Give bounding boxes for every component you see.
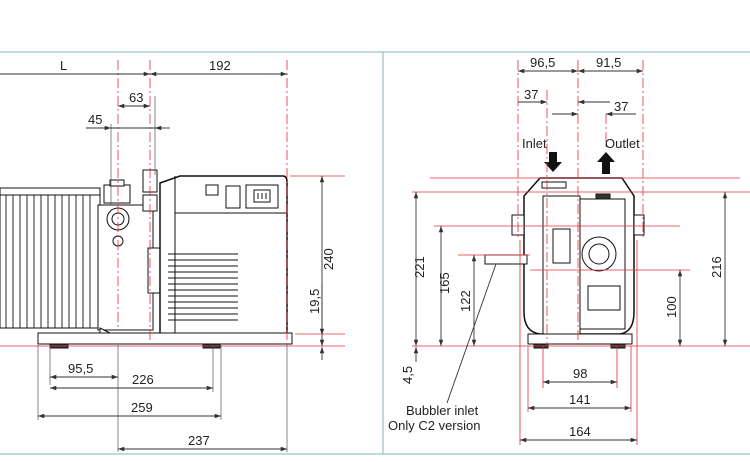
- front-view: 96,5 91,5 37 37 Inlet Outlet 221 165 122…: [388, 55, 750, 445]
- dim-63: 63: [129, 90, 143, 105]
- dim-4-5: 4,5: [400, 366, 415, 384]
- dim-164: 164: [569, 424, 591, 439]
- dim-226: 226: [132, 372, 154, 387]
- dim-237: 237: [188, 433, 210, 448]
- bubbler-inlet-label: Bubbler inlet: [406, 403, 479, 418]
- side-view: L 192 63 45 240 19,5 95,5 226 259 237: [0, 58, 345, 452]
- cooling-fins: [5, 195, 91, 328]
- dim-259: 259: [131, 400, 153, 415]
- inlet-arrow-icon: [544, 152, 562, 172]
- dim-37-right: 37: [614, 99, 628, 114]
- outlet-label: Outlet: [605, 136, 640, 151]
- dim-216: 216: [709, 256, 724, 278]
- front-view-pump-body: [484, 152, 645, 349]
- dim-165: 165: [437, 272, 452, 294]
- dim-100: 100: [664, 296, 679, 318]
- dim-19-5: 19,5: [307, 289, 322, 314]
- dim-240: 240: [321, 248, 336, 270]
- front-view-dimension-lines: [413, 68, 728, 443]
- dim-98: 98: [573, 366, 587, 381]
- dim-192: 192: [209, 58, 231, 73]
- side-view-pump-body: [0, 169, 293, 349]
- inlet-label: Inlet: [522, 136, 547, 151]
- bubbler-version-label: Only C2 version: [388, 418, 480, 433]
- side-view-extension-lines: [37, 96, 288, 452]
- drawing-frame: [0, 51, 750, 455]
- dim-122: 122: [458, 290, 473, 312]
- front-view-centerlines: [412, 60, 750, 445]
- dim-221: 221: [412, 256, 427, 278]
- dim-45: 45: [88, 112, 102, 127]
- dim-141: 141: [569, 392, 591, 407]
- outlet-arrow-icon: [597, 152, 615, 174]
- dim-L: L: [60, 58, 67, 73]
- dim-96-5: 96,5: [530, 55, 555, 70]
- dim-37-left: 37: [524, 87, 538, 102]
- dim-95-5: 95,5: [68, 361, 93, 376]
- dim-91-5: 91,5: [596, 55, 621, 70]
- side-view-dimension-lines: [0, 71, 325, 452]
- motor-fins: [168, 253, 238, 321]
